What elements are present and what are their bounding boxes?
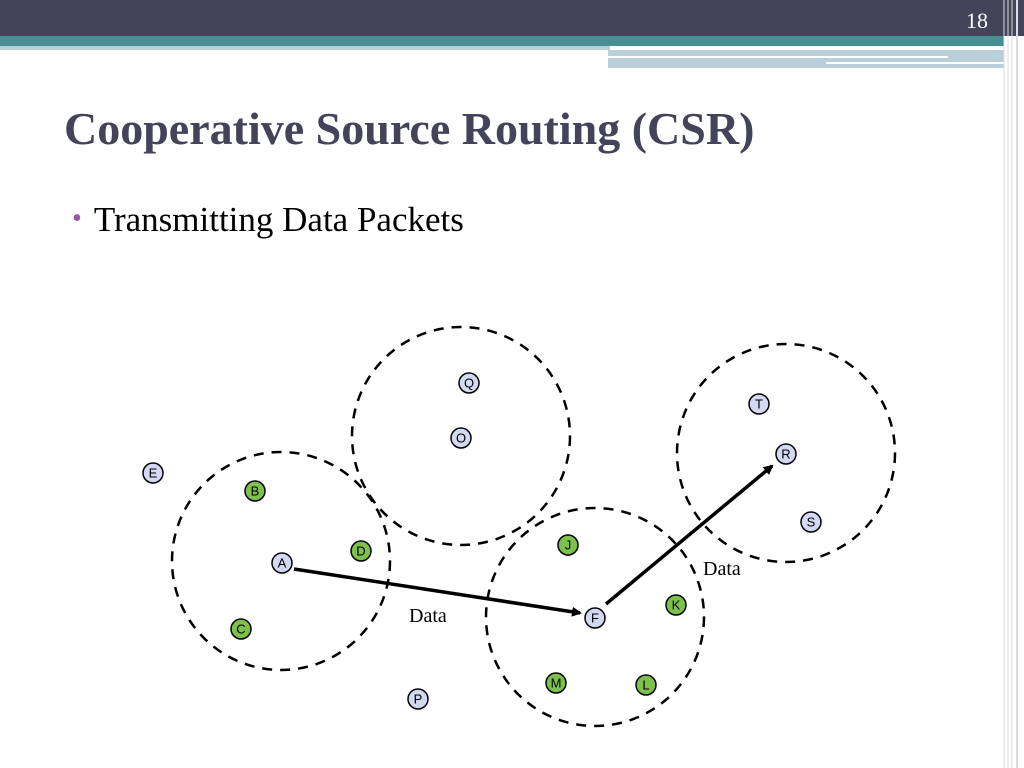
slide-title: Cooperative Source Routing (CSR) [64, 103, 755, 154]
svg-text:P: P [414, 692, 423, 707]
svg-text:L: L [642, 678, 649, 693]
node-e[interactable]: E [142, 462, 164, 484]
node-c[interactable]: C [230, 618, 252, 640]
range-circle-f [484, 506, 706, 728]
edges-layer: Data Data [293, 464, 774, 627]
header-stripe-light [0, 46, 610, 50]
header-stripe [0, 36, 1004, 46]
node-l[interactable]: L [635, 674, 657, 696]
header-bar [0, 0, 1024, 36]
node-r[interactable]: R [775, 443, 797, 465]
svg-text:O: O [456, 431, 466, 446]
right-border-lines [1003, 0, 1018, 768]
header-divider-short [826, 62, 1004, 64]
svg-text:T: T [755, 397, 763, 412]
svg-text:R: R [781, 447, 790, 462]
svg-text:K: K [672, 598, 681, 613]
node-f[interactable]: F [584, 607, 606, 629]
nodes-layer: Q O T R S E B A [142, 372, 822, 710]
node-m[interactable]: M [545, 672, 567, 694]
svg-text:E: E [149, 466, 158, 481]
svg-text:B: B [251, 484, 260, 499]
range-circle-o [350, 325, 572, 547]
bullet-item: • Transmitting Data Packets [72, 200, 464, 240]
edge-label-a-f: Data [409, 605, 447, 627]
bullet-icon: • [72, 203, 82, 234]
svg-text:Q: Q [464, 376, 474, 391]
range-circle-a [170, 450, 392, 672]
svg-text:M: M [551, 676, 562, 691]
svg-text:J: J [565, 538, 572, 553]
node-q[interactable]: Q [458, 372, 480, 394]
slide-number: 18 [966, 8, 988, 33]
edge-arrow-f-r [604, 464, 774, 606]
bullet-text: Transmitting Data Packets [93, 200, 464, 239]
edge-label-f-r: Data [703, 558, 741, 580]
svg-text:S: S [807, 515, 816, 530]
node-t[interactable]: T [748, 393, 770, 415]
edge-arrow-a-f [293, 567, 582, 617]
node-d[interactable]: D [350, 540, 372, 562]
node-k[interactable]: K [665, 594, 687, 616]
node-o[interactable]: O [450, 427, 472, 449]
svg-text:C: C [236, 622, 245, 637]
node-s[interactable]: S [800, 511, 822, 533]
node-a[interactable]: A [271, 552, 293, 574]
range-circles [170, 325, 897, 728]
header-divider [608, 56, 948, 58]
svg-text:F: F [591, 611, 599, 626]
svg-text:D: D [356, 544, 365, 559]
node-p[interactable]: P [407, 688, 429, 710]
range-circle-r [675, 342, 897, 564]
node-j[interactable]: J [557, 534, 579, 556]
node-b[interactable]: B [244, 480, 266, 502]
svg-text:A: A [278, 556, 287, 571]
